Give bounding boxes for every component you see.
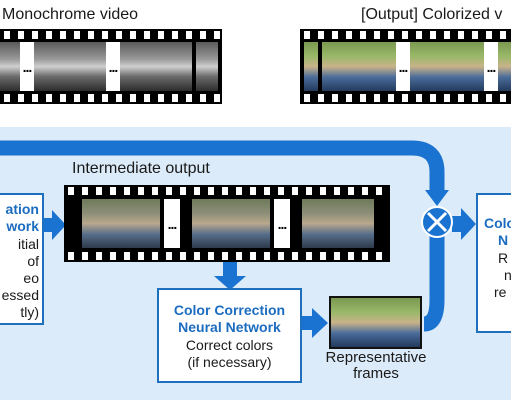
intermediate-film-strip: ... ... [64, 185, 390, 262]
right-box-body-line: n [504, 267, 511, 283]
film-to-correction-arrowhead [214, 276, 246, 290]
top-flow-pipe [0, 140, 445, 196]
correction-to-frames-pipe [302, 316, 314, 330]
film-frame [304, 42, 318, 91]
left-box-title-line1: ation [5, 201, 39, 217]
representative-frames-label-line2: frames [353, 365, 399, 382]
sprocket-holes-bottom [0, 94, 222, 102]
film-frame [196, 42, 218, 91]
film-frame [302, 199, 374, 248]
sprocket-holes-bottom [300, 94, 511, 102]
correction-to-frames-arrowhead [312, 308, 328, 338]
left-box-body-line: itial [17, 236, 39, 252]
film-frame [82, 199, 160, 248]
film-frame [34, 42, 106, 91]
intermediate-output-label: Intermediate output [72, 160, 210, 177]
left-box-body-line: of [27, 253, 39, 269]
top-flow-arrowhead [425, 190, 449, 206]
left-box-body-line: essed [1, 287, 39, 303]
film-frame [0, 42, 20, 91]
color-correction-box: Color Correction Neural Network Correct … [157, 288, 302, 383]
film-gap: ... [20, 42, 34, 91]
film-frame [322, 42, 396, 91]
correction-box-body-line1: Correct colors [185, 337, 274, 353]
sprocket-holes-bottom [64, 252, 390, 260]
film-gap: ... [274, 199, 290, 248]
right-box-title-line1: Colo [484, 215, 511, 231]
correction-box-title-line2: Neural Network [178, 319, 281, 335]
film-gap: ... [164, 199, 180, 248]
merge-to-right-arrowhead [461, 208, 476, 240]
colorized-film-strip: ... ... [300, 29, 511, 104]
left-box-title-line2: work [6, 218, 39, 234]
correction-box-body-line2: (if necessary) [187, 354, 272, 370]
correction-box-title-line1: Color Correction [173, 302, 286, 318]
left-to-film-arrowhead [52, 210, 66, 240]
colorized-video-label: [Output] Colorized v [361, 6, 503, 23]
film-gap: ... [484, 42, 498, 91]
representative-frame-image [329, 296, 422, 349]
representative-frames-label-line1: Representative [325, 349, 427, 366]
right-box-title-line2: N [498, 232, 509, 248]
frames-to-merge-pipe [423, 236, 445, 332]
left-box-body-line: tly) [20, 304, 39, 320]
monochrome-video-label: Monochrome video [2, 6, 139, 23]
representative-frames-label: Representative frames [316, 350, 436, 382]
film-frame [192, 199, 270, 248]
sprocket-holes-top [0, 31, 222, 39]
sprocket-holes-top [64, 187, 390, 195]
film-frame [410, 42, 484, 91]
film-frame [498, 42, 511, 91]
sprocket-holes-top [300, 31, 511, 39]
color-network-box-right: Colo N R n re [476, 193, 511, 333]
left-box-body-line: eo [23, 270, 39, 286]
film-gap: ... [106, 42, 120, 91]
left-to-film-pipe [44, 218, 54, 232]
right-box-body-line: re [494, 284, 507, 300]
monochrome-film-strip: ... ... [0, 29, 222, 104]
film-gap: ... [396, 42, 410, 91]
film-frame [120, 42, 192, 91]
colorization-network-box: ation work itial of eo essed tly) [0, 193, 44, 325]
right-box-body-line: R [498, 250, 509, 266]
